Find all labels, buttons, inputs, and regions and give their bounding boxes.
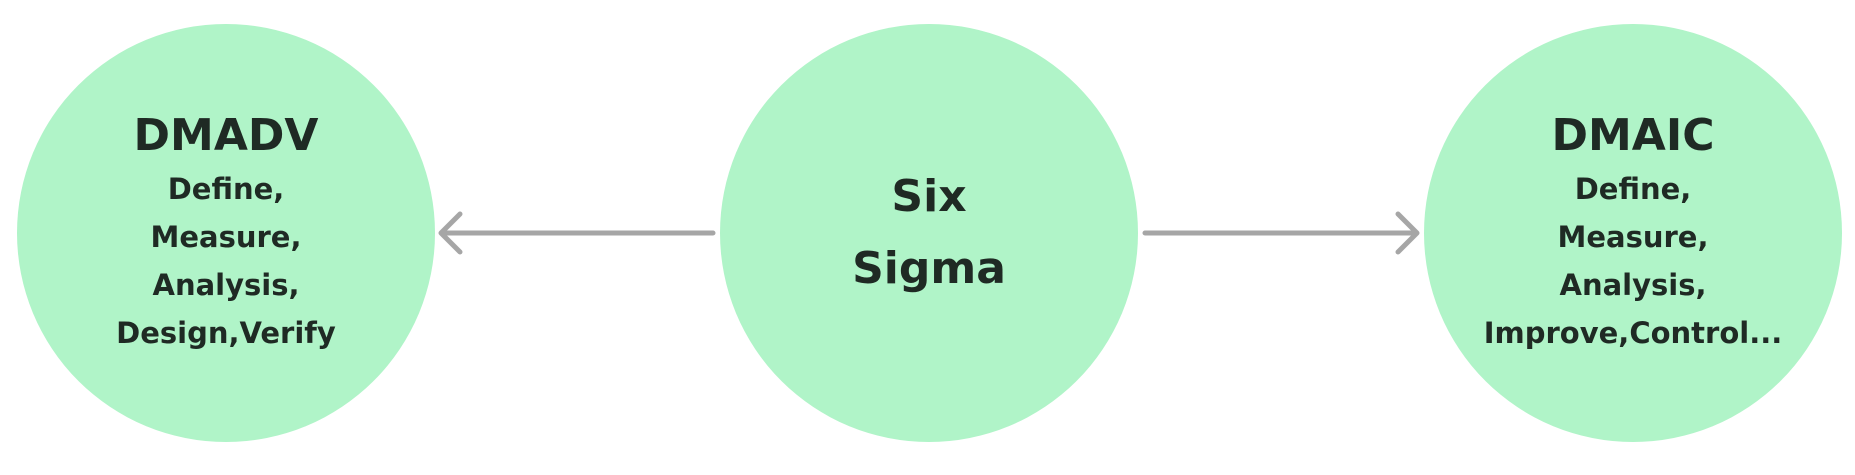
node-six-sigma: Six Sigma bbox=[720, 24, 1138, 442]
node-dmaic: DMAIC Define, Measure, Analysis, Improve… bbox=[1424, 24, 1842, 442]
node-dmaic-line-3: Analysis, bbox=[1559, 268, 1707, 302]
node-dmaic-line-2: Measure, bbox=[1557, 220, 1709, 254]
node-dmadv-title: DMADV bbox=[133, 110, 319, 161]
node-dmaic-title: DMAIC bbox=[1551, 110, 1715, 161]
node-dmadv: DMADV Define, Measure, Analysis, Design,… bbox=[17, 24, 435, 442]
node-dmaic-line-1: Define, bbox=[1574, 172, 1692, 206]
arrow-to-dmaic bbox=[1142, 211, 1420, 255]
node-six-sigma-line-1: Six bbox=[891, 171, 967, 222]
node-six-sigma-line-2: Sigma bbox=[852, 243, 1006, 294]
node-dmadv-line-1: Define, bbox=[167, 172, 285, 206]
node-dmadv-line-3: Analysis, bbox=[152, 268, 300, 302]
node-dmaic-line-4: Improve,Control... bbox=[1483, 316, 1783, 350]
node-dmadv-line-4: Design,Verify bbox=[116, 316, 336, 350]
arrow-to-dmaic-head bbox=[1395, 211, 1420, 255]
arrow-to-dmadv bbox=[438, 211, 716, 255]
arrow-to-dmadv-head bbox=[438, 211, 463, 255]
node-dmadv-line-2: Measure, bbox=[150, 220, 302, 254]
